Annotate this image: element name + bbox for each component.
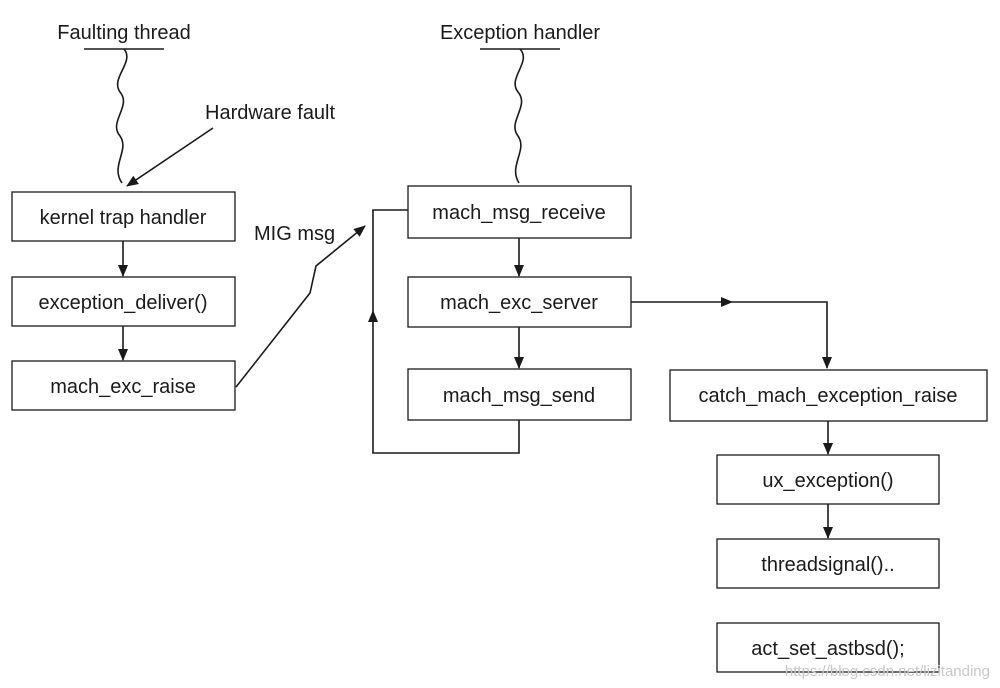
mach-msg-send-box	[407, 368, 632, 421]
faulting-thread-squiggle	[115, 48, 128, 184]
mach-exc-raise-box	[11, 360, 236, 411]
kernel-trap-handler-box	[11, 191, 236, 242]
act-set-astbsd-box	[716, 622, 940, 673]
hardware-fault-label: Hardware fault	[205, 102, 336, 124]
mach-exc-raise-text: mach_exc_raise	[50, 376, 196, 398]
catch-mach-exception-raise-box	[669, 369, 988, 422]
kernel-trap-handler-text: kernel trap handler	[40, 207, 207, 229]
mig-msg-zigzag-arrow	[235, 225, 366, 388]
loop-back-line	[372, 209, 408, 311]
ux-exception-box	[716, 454, 940, 505]
exception-handler-label: Exception handler	[440, 22, 600, 44]
watermark-text: https://blog.csdn.net/lizitanding	[785, 663, 990, 680]
faulting-thread-label: Faulting thread	[57, 22, 190, 44]
mig-msg-label: MIG msg	[254, 223, 335, 245]
exception-handler-squiggle	[514, 48, 525, 184]
act-set-astbsd-text: act_set_astbsd();	[751, 638, 904, 660]
ux-exception-text: ux_exception()	[762, 470, 893, 492]
exception-deliver-text: exception_deliver()	[39, 292, 208, 314]
threadsignal-box	[716, 538, 940, 589]
loop-back-arrow	[368, 310, 520, 454]
exception-deliver-box	[11, 276, 236, 327]
mach-exc-server-box	[407, 276, 632, 328]
mach-msg-receive-text: mach_msg_receive	[432, 202, 605, 224]
arrow-server-to-catch	[732, 301, 832, 369]
mach-msg-receive-box	[407, 185, 632, 239]
mach-msg-send-text: mach_msg_send	[443, 385, 595, 407]
mach-exc-server-text: mach_exc_server	[440, 292, 598, 314]
threadsignal-text: threadsignal()..	[761, 554, 894, 576]
catch-mach-exception-raise-text: catch_mach_exception_raise	[698, 385, 957, 407]
hardware-fault-arrow	[126, 127, 214, 187]
